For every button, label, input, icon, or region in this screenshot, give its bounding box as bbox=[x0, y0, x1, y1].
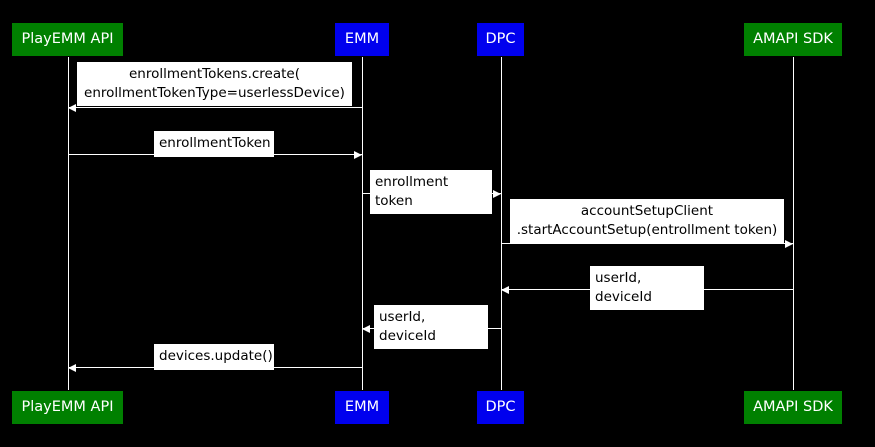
actor-dpc-top: DPC bbox=[476, 22, 525, 57]
message-label-m1: enrollmentTokens.create( enrollmentToken… bbox=[77, 62, 352, 107]
actor-label: DPC bbox=[485, 399, 516, 416]
message-arrowhead-m2 bbox=[354, 150, 362, 159]
actor-label: EMM bbox=[344, 31, 380, 48]
actor-label: AMAPI SDK bbox=[753, 31, 833, 48]
lifeline-emm bbox=[362, 57, 363, 390]
message-arrow-m6 bbox=[362, 328, 501, 329]
lifeline-dpc bbox=[501, 57, 502, 390]
actor-playemm_api-bottom: PlayEMM API bbox=[11, 390, 124, 425]
lifeline-amapi_sdk bbox=[793, 57, 794, 390]
actor-emm-bottom: EMM bbox=[334, 390, 390, 425]
message-arrowhead-m5 bbox=[501, 285, 509, 294]
actor-playemm_api-top: PlayEMM API bbox=[11, 22, 124, 57]
actor-label: PlayEMM API bbox=[21, 399, 114, 416]
actor-label: DPC bbox=[485, 31, 516, 48]
message-arrow-m5 bbox=[501, 289, 794, 290]
message-arrowhead-m3 bbox=[493, 189, 501, 198]
message-arrow-m7 bbox=[68, 367, 363, 368]
message-arrow-m1 bbox=[68, 107, 363, 108]
actor-dpc-bottom: DPC bbox=[476, 390, 525, 425]
actor-label: EMM bbox=[344, 399, 380, 416]
message-arrowhead-m7 bbox=[68, 363, 76, 372]
message-label-m6: userId, deviceId bbox=[374, 305, 488, 350]
actor-emm-top: EMM bbox=[334, 22, 390, 57]
actor-label: AMAPI SDK bbox=[753, 399, 833, 416]
message-label-m2: enrollmentToken bbox=[154, 131, 274, 157]
actor-amapi_sdk-top: AMAPI SDK bbox=[743, 22, 843, 57]
message-label-m3: enrollment token bbox=[370, 170, 492, 215]
actor-amapi_sdk-bottom: AMAPI SDK bbox=[743, 390, 843, 425]
message-arrow-m3 bbox=[362, 193, 501, 194]
lifeline-playemm_api bbox=[68, 57, 69, 390]
message-label-m7: devices.update() bbox=[154, 344, 274, 370]
message-label-m4: accountSetupClient .startAccountSetup(en… bbox=[510, 199, 784, 244]
message-label-m5: userId, deviceId bbox=[590, 266, 704, 311]
message-arrowhead-m6 bbox=[362, 324, 370, 333]
message-arrow-m2 bbox=[68, 154, 363, 155]
actor-label: PlayEMM API bbox=[21, 31, 114, 48]
message-arrow-m4 bbox=[501, 243, 794, 244]
message-arrowhead-m4 bbox=[785, 239, 793, 248]
message-arrowhead-m1 bbox=[68, 103, 76, 112]
